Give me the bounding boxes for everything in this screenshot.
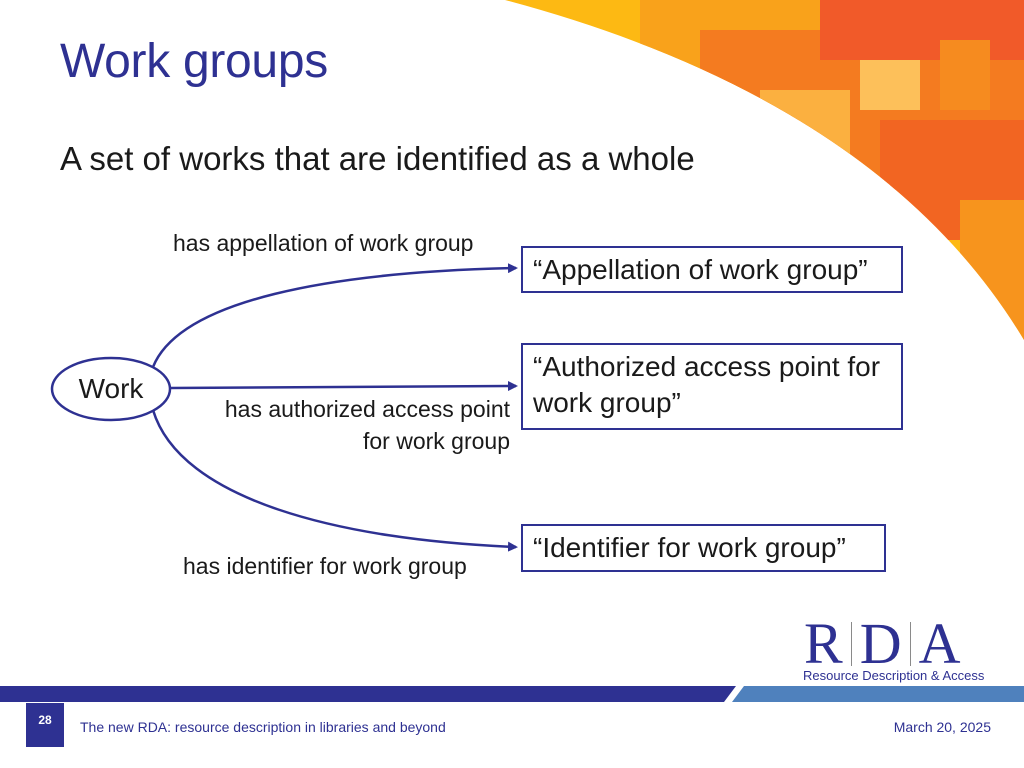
authorized-access-point-target-box: “Authorized access point for work group”	[521, 343, 903, 430]
appellation-target-label: “Appellation of work group”	[533, 254, 868, 285]
work-node	[50, 356, 172, 422]
authorized-access-point-relation-line1: has authorized access point	[224, 396, 510, 422]
appellation-arrow	[151, 263, 518, 368]
logo-tagline: Resource Description & Access	[803, 668, 985, 683]
footer-date: March 20, 2025	[893, 719, 991, 735]
logo-letter-a: A	[918, 611, 961, 676]
footer-bar	[0, 686, 1024, 702]
appellation-relation-label: has appellation of work group	[173, 230, 474, 256]
authorized-access-point-target-line2: work group”	[533, 387, 681, 419]
identifier-arrow	[151, 409, 518, 552]
authorized-access-point-arrow	[169, 381, 518, 392]
work-node-label: Work	[78, 373, 144, 404]
appellation-target-box: “Appellation of work group”	[521, 246, 903, 293]
logo-letter-r: R	[804, 611, 843, 676]
authorized-access-point-relation-line2: for work group	[362, 428, 510, 455]
authorized-access-point-target-line1: “Authorized access point for	[533, 351, 881, 382]
identifier-target-label: “Identifier for work group”	[533, 532, 846, 563]
page-number: 28	[26, 703, 64, 747]
logo-divider	[850, 621, 852, 666]
logo-letter-d: D	[859, 611, 902, 676]
authorized-access-point-relation-label: has authorized access point for work gro…	[225, 393, 510, 457]
identifier-target-box: “Identifier for work group”	[521, 524, 886, 572]
logo-divider	[909, 621, 911, 666]
footer-title: The new RDA: resource description in lib…	[80, 719, 446, 735]
slide-subtitle: A set of works that are identified as a …	[60, 140, 695, 177]
identifier-relation-label: has identifier for work group	[183, 553, 467, 579]
rda-logo: R D A	[804, 610, 1000, 677]
slide-title: Work groups	[60, 35, 328, 88]
